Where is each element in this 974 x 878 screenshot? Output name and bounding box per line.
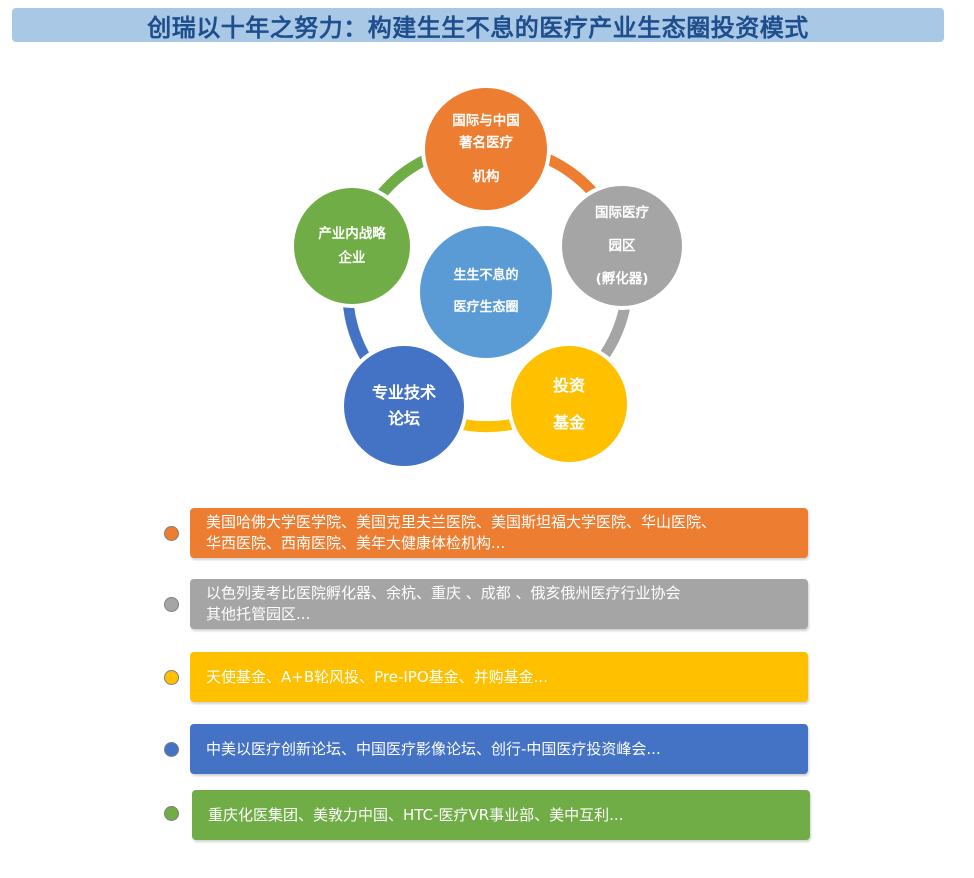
title-bar: 创瑞以十年之努力：构建生生不息的医疗产业生态圈投资模式 [12,8,944,42]
node-medical-institutions: 国际与中国 著名医疗 机构 [425,88,547,210]
node-strategic-enterprises: 产业内战略 企业 [294,188,410,304]
ecosystem-diagram: 生生不息的 医疗生态圈 国际与中国 著名医疗 机构 国际医疗 园区 (孵化器) … [294,88,682,466]
arc-bottom-left [342,299,372,363]
node-line: 著名医疗 [459,135,513,151]
node-medical-park: 国际医疗 园区 (孵化器) [562,186,682,306]
legend-box: 重庆化医集团、美敦力中国、HTC-医疗VR事业部、美中互利... [192,790,810,840]
center-node-line2: 医疗生态圈 [453,300,519,315]
center-node-line1: 生生不息的 [453,268,519,283]
node-line: 国际医疗 [595,204,649,221]
node-line: 投资 [552,376,585,395]
legend-row-enterprises: 重庆化医集团、美敦力中国、HTC-医疗VR事业部、美中互利... [0,790,974,842]
legend-row-parks: 以色列麦考比医院孵化器、余杭、重庆 、成都 、俄亥俄州医疗行业协会 其他托管园区… [0,579,974,631]
arc-bottom [454,417,520,433]
node-line: 专业技术 [371,383,436,402]
legend-text-line: 以色列麦考比医院孵化器、余杭、重庆 、成都 、俄亥俄州医疗行业协会 [206,584,681,602]
bullet-dot [164,526,179,541]
node-line: 园区 [608,237,636,254]
node-line: 产业内战略 [318,226,386,242]
arc-left-top [372,150,437,204]
node-tech-forum: 专业技术 论坛 [344,346,464,466]
legend-row-funds: 天使基金、A+B轮风投、Pre-IPO基金、并购基金... [0,652,974,704]
legend-row-forums: 中美以医疗创新论坛、中国医疗影像论坛、创行-中国医疗投资峰会... [0,724,974,776]
arc-right-bottom [596,299,632,364]
legend-box: 以色列麦考比医院孵化器、余杭、重庆 、成都 、俄亥俄州医疗行业协会 其他托管园区… [190,579,808,629]
node-line: 论坛 [387,409,420,428]
bullet-dot [164,597,179,612]
legend-text-line: 中美以医疗创新论坛、中国医疗影像论坛、创行-中国医疗投资峰会... [206,739,661,758]
node-line: 国际与中国 [452,113,520,129]
bullet-dot [164,742,179,757]
node-investment-fund: 投资 基金 [511,346,627,462]
node-line: 机构 [472,169,500,185]
page-title: 创瑞以十年之努力：构建生生不息的医疗产业生态圈投资模式 [147,13,809,42]
node-line: 基金 [552,413,585,432]
bullet-dot [164,806,179,821]
node-line: 企业 [338,250,366,266]
legend-text-line: 天使基金、A+B轮风投、Pre-IPO基金、并购基金... [206,667,548,686]
node-line: (孵化器) [595,270,649,287]
legend-row-institutions: 美国哈佛大学医学院、美国克里夫兰医院、美国斯坦福大学医院、华山医院、 华西医院、… [0,508,974,560]
legend-box: 天使基金、A+B轮风投、Pre-IPO基金、并购基金... [190,652,808,702]
bullet-dot [164,670,179,685]
legend-text-line: 美国哈佛大学医学院、美国克里夫兰医院、美国斯坦福大学医院、华山医院、 [206,513,717,531]
center-node-ecosystem: 生生不息的 医疗生态圈 [420,226,552,358]
legend-box: 美国哈佛大学医学院、美国克里夫兰医院、美国斯坦福大学医院、华山医院、 华西医院、… [190,508,808,558]
legend-box: 中美以医疗创新论坛、中国医疗影像论坛、创行-中国医疗投资峰会... [190,724,808,774]
legend-text-line: 华西医院、西南医院、美年大健康体检机构... [206,534,506,552]
legend-text-line: 其他托管园区... [206,605,311,623]
legend-text-line: 重庆化医集团、美敦力中国、HTC-医疗VR事业部、美中互利... [208,805,624,824]
